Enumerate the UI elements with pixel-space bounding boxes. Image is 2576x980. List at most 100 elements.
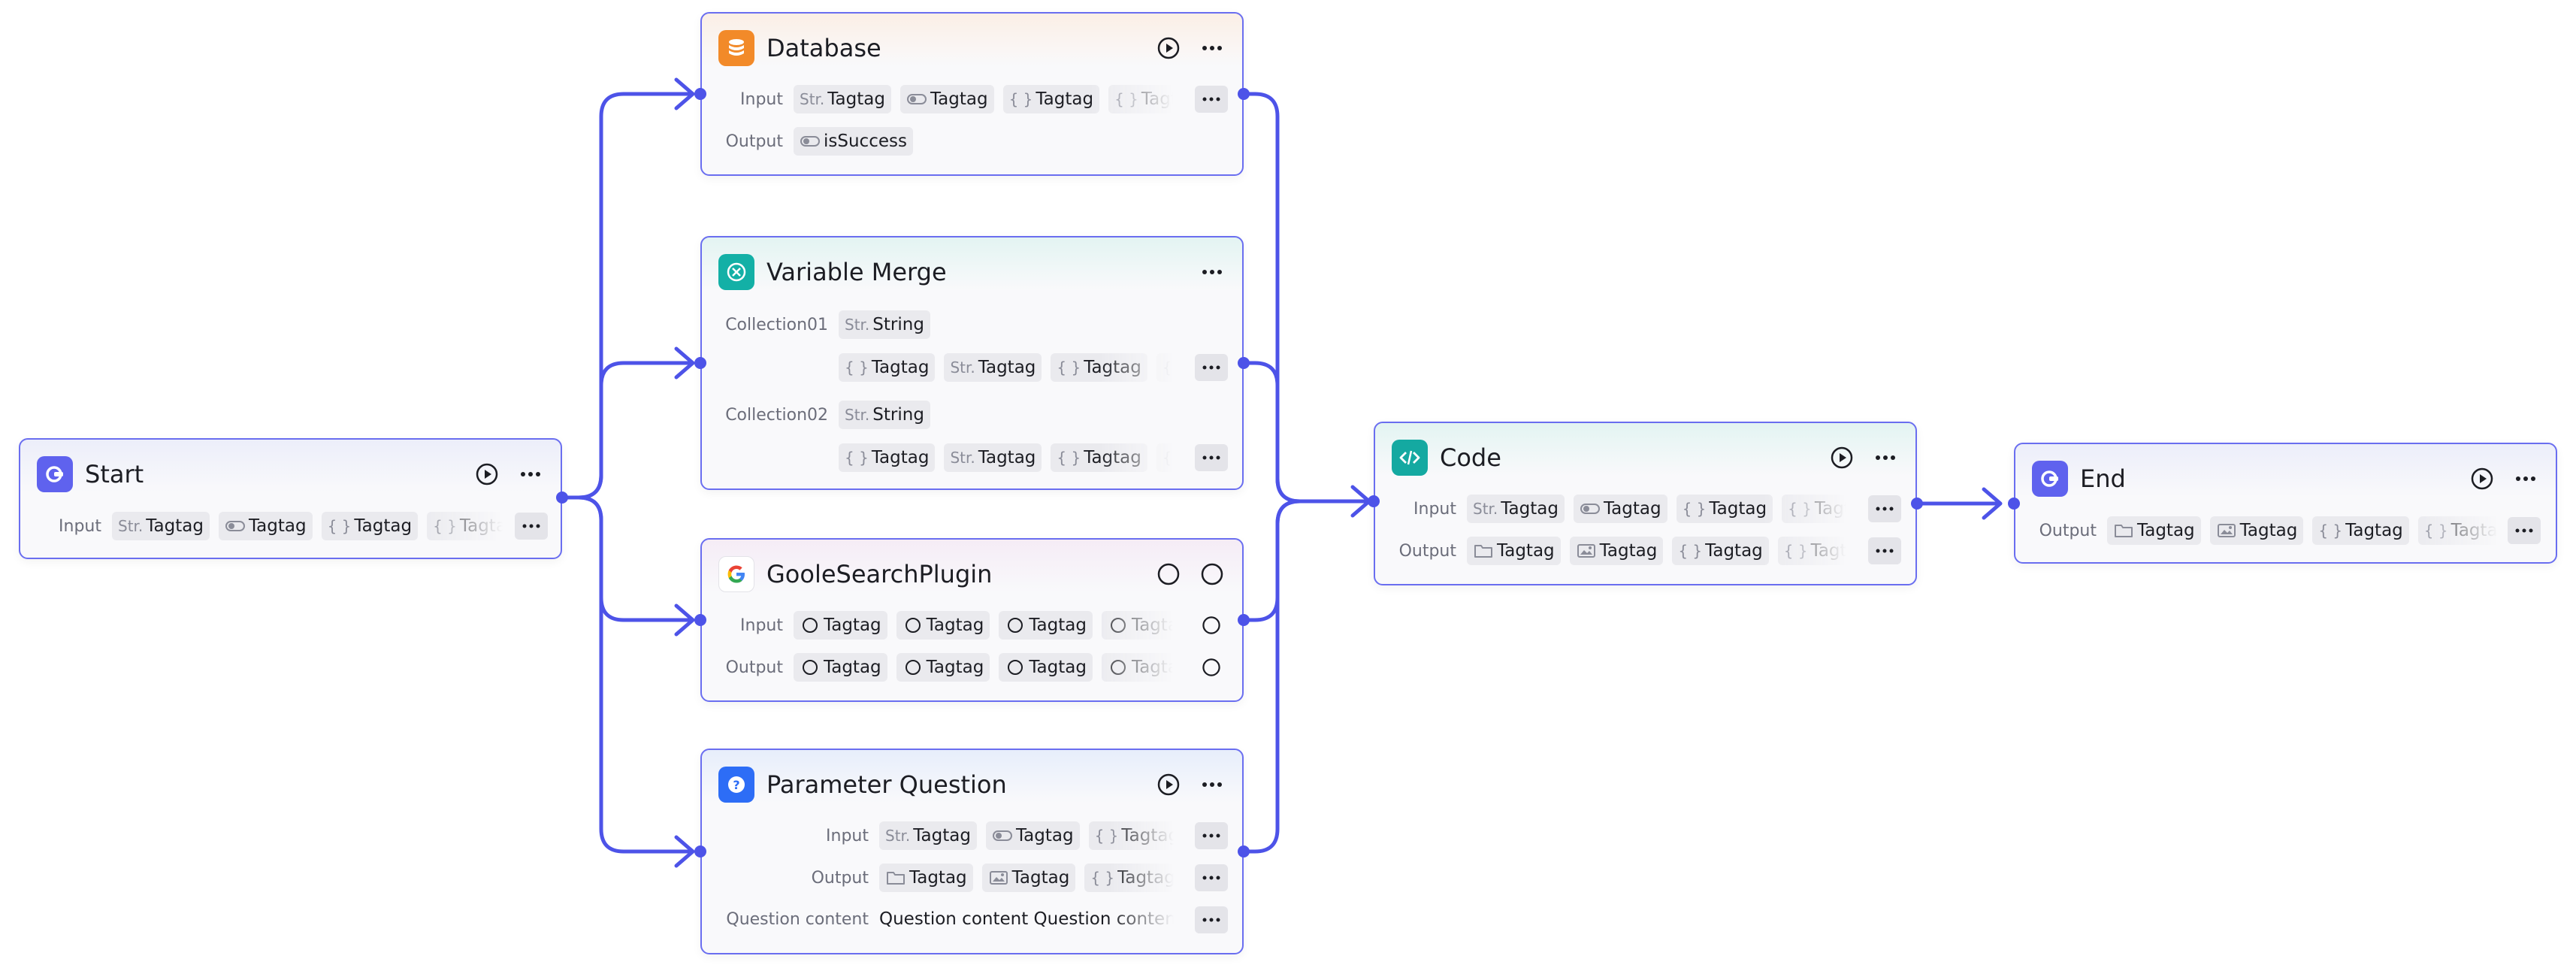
more-button[interactable] bbox=[1199, 259, 1226, 286]
variable-tag[interactable]: { }Tagtag bbox=[1156, 353, 1173, 382]
more-tags-button[interactable] bbox=[515, 513, 548, 540]
database-input-port[interactable] bbox=[694, 88, 706, 100]
boolean-toggle-icon bbox=[906, 91, 927, 107]
variable-tag[interactable]: { }Tagtag bbox=[1676, 495, 1773, 523]
run-button[interactable] bbox=[1155, 35, 1182, 62]
variable-tag[interactable]: { }Tagtag bbox=[1084, 864, 1174, 892]
variable-tag[interactable]: Tagtag bbox=[1101, 611, 1173, 640]
variable-tag[interactable]: Tagtag bbox=[1467, 537, 1561, 565]
variable-tag[interactable]: Tagtag bbox=[794, 653, 887, 682]
more-button[interactable] bbox=[1872, 444, 1899, 471]
variable-tag[interactable]: Tagtag bbox=[896, 653, 990, 682]
circle-button[interactable] bbox=[1198, 612, 1225, 639]
variable-tag[interactable]: Str.Tagtag bbox=[112, 512, 210, 540]
more-button[interactable] bbox=[2512, 465, 2539, 492]
more-tags-button[interactable] bbox=[1195, 86, 1228, 113]
run-button[interactable] bbox=[2469, 465, 2496, 492]
variable-tag[interactable]: Tagtag bbox=[2209, 516, 2304, 545]
run-button[interactable] bbox=[1828, 444, 1855, 471]
variable-tag[interactable]: Str.Tagtag bbox=[944, 353, 1042, 382]
variable-merge-node[interactable]: Variable Merge Collection01 Str.String {… bbox=[700, 236, 1244, 490]
circle-button[interactable] bbox=[1199, 561, 1226, 588]
more-tags-button[interactable] bbox=[1195, 444, 1228, 471]
more-tags-button[interactable] bbox=[1868, 537, 1901, 564]
more-button[interactable] bbox=[517, 461, 544, 488]
variable-tag[interactable]: Tagtag bbox=[981, 864, 1076, 892]
variable-tag[interactable]: isSuccess bbox=[794, 127, 913, 156]
variable-tag[interactable]: Tagtag bbox=[879, 864, 973, 892]
run-button[interactable] bbox=[473, 461, 500, 488]
end-input-port[interactable] bbox=[2008, 498, 2020, 510]
variable-tag[interactable]: { }Tagtag bbox=[1777, 537, 1846, 565]
variable-tag[interactable]: { }Tagtag bbox=[2417, 516, 2498, 545]
circle-button[interactable] bbox=[1155, 561, 1182, 588]
question-input-port[interactable] bbox=[694, 845, 706, 858]
object-braces-icon: { } bbox=[1788, 500, 1812, 518]
variable-tag[interactable]: { }Tagtag bbox=[1672, 537, 1769, 565]
variable-tag[interactable]: Tagtag bbox=[896, 611, 990, 640]
more-tags-button[interactable] bbox=[2508, 517, 2541, 544]
variable-tag[interactable]: Tagtag bbox=[1101, 653, 1173, 682]
more-tags-button[interactable] bbox=[1195, 906, 1228, 933]
variable-merge-input-port[interactable] bbox=[694, 357, 706, 369]
variable-tag[interactable]: { }Tagtag bbox=[427, 512, 503, 540]
more-horizontal-icon bbox=[1876, 455, 1895, 460]
variable-tag[interactable]: Str.String bbox=[839, 401, 930, 429]
variable-tag[interactable]: Tagtag bbox=[899, 85, 994, 113]
variable-tag[interactable]: { }Tagtag bbox=[1002, 85, 1100, 113]
more-tags-button[interactable] bbox=[1195, 822, 1228, 849]
variable-tag[interactable]: { }Tagtag bbox=[1051, 353, 1147, 382]
more-tags-button[interactable] bbox=[1195, 354, 1228, 381]
variable-tag[interactable]: { }Tagtag bbox=[1108, 85, 1173, 113]
variable-tag[interactable]: Tagtag bbox=[985, 821, 1080, 850]
variable-tag[interactable]: Tagtag bbox=[1569, 537, 1664, 565]
variable-tag[interactable]: Tagtag bbox=[794, 611, 887, 640]
variable-tag[interactable]: { }Tagtag bbox=[1156, 443, 1173, 472]
variable-tag[interactable]: Tagtag bbox=[999, 611, 1093, 640]
more-button[interactable] bbox=[1199, 771, 1226, 798]
variable-tag[interactable]: { }Tagtag bbox=[2312, 516, 2409, 545]
variable-tag[interactable]: Tagtag bbox=[999, 653, 1093, 682]
more-button[interactable] bbox=[1199, 35, 1226, 62]
more-horizontal-icon bbox=[1202, 782, 1222, 787]
code-input-port[interactable] bbox=[1368, 495, 1380, 507]
run-button[interactable] bbox=[1155, 771, 1182, 798]
node-title: Code bbox=[1440, 443, 1501, 472]
end-icon bbox=[2032, 461, 2068, 497]
variable-tag[interactable]: Tagtag bbox=[218, 512, 313, 540]
image-icon bbox=[1576, 543, 1597, 559]
variable-tag[interactable]: Tagtag bbox=[2107, 516, 2201, 545]
question-output-port[interactable] bbox=[1238, 845, 1250, 858]
variable-merge-output-port[interactable] bbox=[1238, 357, 1250, 369]
more-tags-button[interactable] bbox=[1195, 864, 1228, 891]
google-output-port[interactable] bbox=[1238, 614, 1250, 626]
variable-tag[interactable]: Str.Tagtag bbox=[794, 85, 891, 113]
start-output-port[interactable] bbox=[556, 492, 568, 504]
variable-tag[interactable]: { }Tagtag bbox=[321, 512, 419, 540]
variable-tag[interactable]: { }Tagtag bbox=[839, 443, 936, 472]
variable-tag[interactable]: Str.Tagtag bbox=[879, 821, 977, 850]
variable-tag[interactable]: Str.Tagtag bbox=[1467, 495, 1565, 523]
variable-tag[interactable]: Tagtag bbox=[1573, 495, 1667, 523]
more-tags-button[interactable] bbox=[1868, 495, 1901, 522]
variable-tag[interactable]: { }Tagtag bbox=[1782, 495, 1846, 523]
variable-tag[interactable]: Str.String bbox=[839, 310, 930, 339]
database-output-port[interactable] bbox=[1238, 88, 1250, 100]
code-output-port[interactable] bbox=[1911, 498, 1923, 510]
variable-tag[interactable]: Str.Tagtag bbox=[944, 443, 1042, 472]
edge-start-variable-merge bbox=[561, 361, 694, 500]
variable-tag[interactable]: { }Tagtag bbox=[1051, 443, 1147, 472]
google-input-port[interactable] bbox=[694, 614, 706, 626]
variable-tag[interactable]: { }Tagtag bbox=[1088, 821, 1174, 850]
circle-button[interactable] bbox=[1198, 654, 1225, 681]
output-row: Output TagtagTagtagTagtagTagtag bbox=[702, 652, 1173, 682]
variable-tag[interactable]: { }Tagtag bbox=[839, 353, 936, 382]
